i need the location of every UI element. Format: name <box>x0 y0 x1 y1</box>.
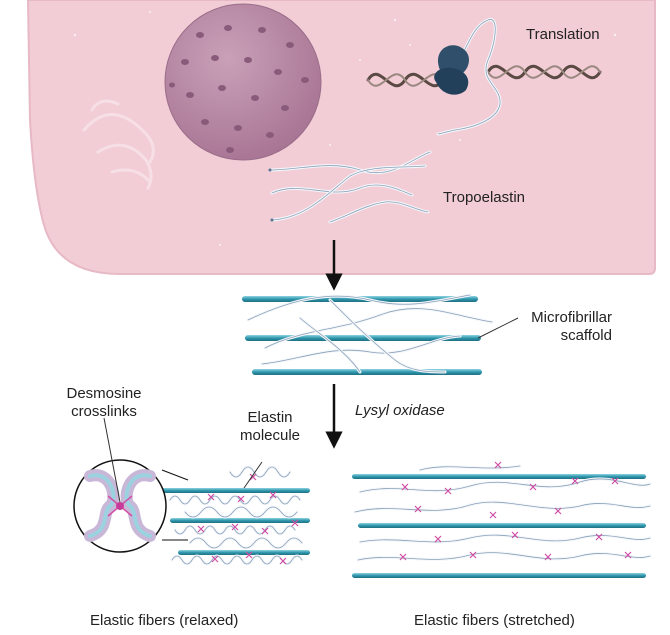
stretched-fibers-caption: Elastic fibers (stretched) <box>414 612 575 629</box>
desmosine-zoom-inset <box>73 459 189 553</box>
relaxed-fibers-caption: Elastic fibers (relaxed) <box>90 612 239 629</box>
ribosome <box>434 45 469 95</box>
cell-particles <box>73 11 617 246</box>
desmosine-crosslink <box>116 502 124 510</box>
microfibril <box>178 550 310 555</box>
desmosine-leader-line <box>103 417 121 503</box>
desmosine-label-line2: crosslinks <box>71 403 137 420</box>
tropoelastin-molecules <box>268 150 432 224</box>
elastin-molecule-label: Elastin molecule <box>222 409 318 445</box>
desmosine-crosslinks-label: Desmosine crosslinks <box>46 385 162 421</box>
relaxed-elastic-fibers <box>160 465 310 566</box>
microfibril <box>352 573 646 578</box>
elastin-label-line2: molecule <box>239 427 301 444</box>
microfibrillar-label-line2: scaffold <box>560 327 612 344</box>
microfibril <box>252 369 482 375</box>
desmosine-label-line1: Desmosine <box>66 385 142 402</box>
nucleus <box>164 3 322 161</box>
microfibrillar-scaffold <box>242 293 494 375</box>
tropoelastin-label: Tropoelastin <box>443 189 525 206</box>
crosslink-markers <box>197 473 299 565</box>
microfibril <box>358 523 646 528</box>
microfibril <box>170 518 310 523</box>
elastin-leader-line <box>243 461 263 489</box>
crosslink-markers <box>399 461 632 561</box>
stretched-elastic-fibers <box>352 461 652 578</box>
microfibril <box>160 488 310 493</box>
microfibrillar-scaffold-label: Microfibrillar scaffold <box>500 309 612 345</box>
nuclear-pores <box>169 25 309 153</box>
elastin-label-line1: Elastin <box>247 409 293 426</box>
mrna-strand <box>366 64 602 88</box>
golgi-apparatus <box>82 99 155 190</box>
translation-label: Translation <box>526 26 600 43</box>
lysyl-oxidase-label: Lysyl oxidase <box>355 402 445 419</box>
microfibril <box>245 335 481 341</box>
microfibrillar-label-line1: Microfibrillar <box>531 309 612 326</box>
microfibrillar-leader-line <box>477 317 519 339</box>
